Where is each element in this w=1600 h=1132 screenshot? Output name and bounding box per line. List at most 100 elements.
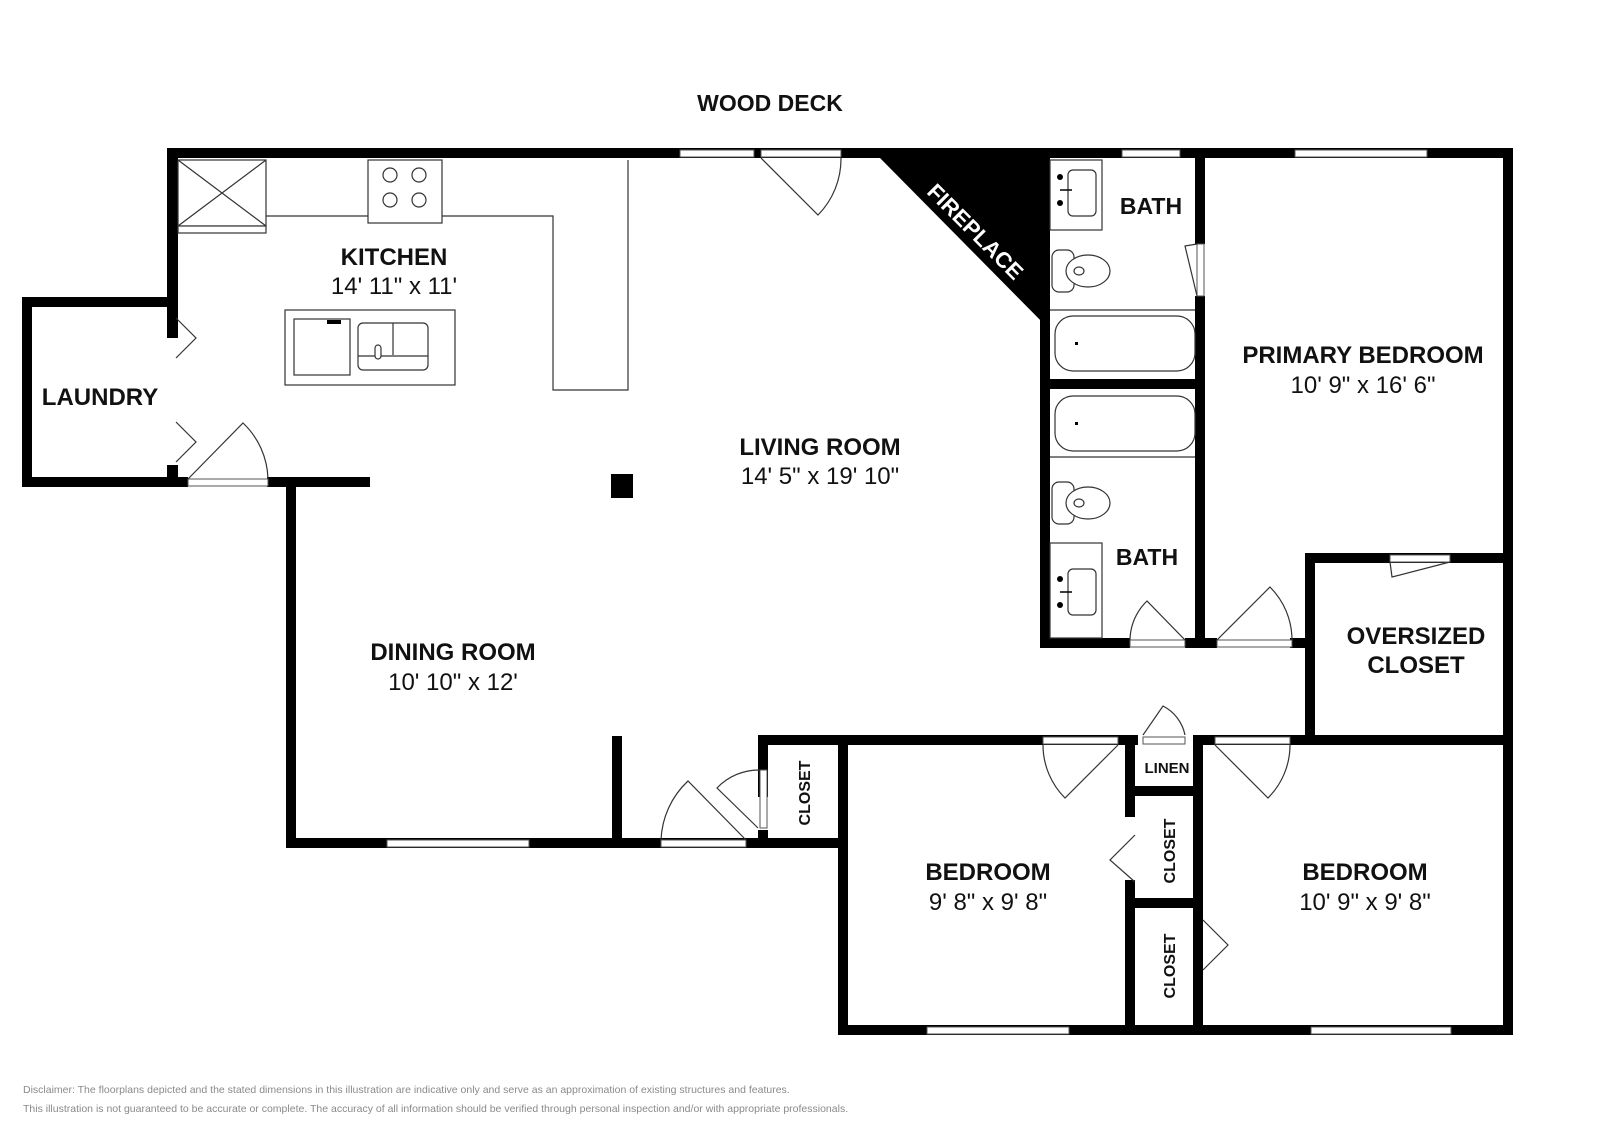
burner-icon [411,192,427,208]
bath-upper-label: BATH [1120,193,1182,219]
refrigerator-cross [177,159,267,227]
disclaimer-line-2: This illustration is not guaranteed to b… [23,1103,849,1115]
window-bath-top [1121,149,1181,158]
window-primary-top [1294,149,1428,158]
linen-door-swing[interactable] [1142,705,1186,736]
toilet-bowl-lower [1065,486,1111,520]
window-dining-bottom [386,839,530,848]
faucet-knob-icon [1057,174,1063,180]
linen-door-opening[interactable] [1142,736,1186,745]
burner-icon [382,167,398,183]
wall-closet-stack-right [1193,735,1203,1035]
bedroom2-closet-bifold[interactable] [1202,919,1229,971]
entry-door-opening[interactable] [660,839,747,848]
deck-door-opening[interactable] [760,149,842,158]
kitchen-counter [266,160,629,391]
kitchen-dimensions: 14' 11" x 11' [331,273,457,300]
wall-oversized-closet-left [1305,553,1315,745]
walls [22,148,1513,1035]
living-room-label: LIVING ROOM [739,434,900,461]
faucet-knob-icon [1057,200,1063,206]
bath-lower-door-swing[interactable] [1129,600,1186,641]
wall-closet-divider [1125,898,1203,908]
burner-icon [411,167,427,183]
bedroom1-door-swing[interactable] [1042,744,1119,799]
kitchen-door-swing[interactable] [187,422,269,480]
wall-bath-bottom-mid [1185,638,1217,648]
kitchen-door-opening[interactable] [187,478,269,487]
wall-bath-right-lower [1195,296,1205,648]
wall-bottom-exterior [838,1025,1513,1035]
toilet-seat-upper [1073,266,1085,276]
bedroom-1-dimensions: 9' 8" x 9' 8" [929,889,1047,916]
wall-dining-left [286,477,296,848]
laundry-bifold-upper[interactable] [175,317,197,359]
entry-door-swing[interactable] [660,780,747,841]
wall-dining-stub [612,736,622,848]
bedroom-1-label: BEDROOM [925,859,1050,886]
bath-upper-door-swing[interactable] [1184,243,1198,297]
deck-door-swing[interactable] [760,157,842,216]
wall-bedroom2-top [1193,735,1513,745]
wall-closet-stack-left-lower [1125,890,1135,1035]
wall-bath-divider [1040,379,1205,389]
dishwasher [293,318,351,376]
wall-hall-end [1290,638,1312,648]
wall-dining-bottom [286,838,846,848]
toilet-bowl-upper [1065,254,1111,288]
bath-upper-door-opening[interactable] [1196,243,1205,297]
bath-upper-fixtures [1049,159,1196,372]
disclaimer-line-1: Disclaimer: The floorplans depicted and … [23,1084,790,1096]
wall-bath-left [1040,158,1050,648]
bath-lower-door-opening[interactable] [1129,639,1186,648]
bathtub-upper [1054,315,1196,372]
bath-lower-fixtures [1049,395,1196,639]
hall-closet-door-swing[interactable] [716,769,761,829]
doors [175,149,1451,971]
primary-door-opening[interactable] [1216,639,1293,648]
wall-bath-right-upper [1195,158,1205,244]
oversized-closet-door-opening[interactable] [1389,554,1451,563]
deck-label: WOOD DECK [697,90,843,116]
wall-linen-bottom [1125,786,1200,796]
laundry-bifold-lower[interactable] [175,421,197,463]
bedroom1-door-opening[interactable] [1042,736,1119,745]
wall-hall-closet-left-upper [758,735,768,797]
toilet-seat-lower [1073,498,1085,508]
linen-label: LINEN [1145,760,1190,777]
bedroom-2-dimensions: 10' 9" x 9' 8" [1299,889,1431,916]
bath-lower-label: BATH [1116,544,1178,570]
sink-basin-lower [1067,568,1097,616]
wall-closet1-left-stub [1125,795,1135,817]
primary-door-swing[interactable] [1216,586,1293,641]
faucet-knob-icon [1057,576,1063,582]
oversized-closet-label-line2: CLOSET [1367,652,1465,679]
wall-lower-top-left [758,735,1138,745]
oversized-closet-door-swing[interactable] [1389,561,1451,578]
wall-laundry-bottom [22,477,188,487]
wall-bedroom1-left [838,735,848,1035]
bedroom2-door-opening[interactable] [1214,736,1291,745]
wall-right-exterior [1503,148,1513,1035]
wall-bath-bottom-left [1040,638,1130,648]
bedroom2-door-swing[interactable] [1214,744,1291,799]
wall-kitchen-left-upper [167,148,178,338]
bedroom-2-label: BEDROOM [1302,859,1427,886]
sink-basin-upper [1067,169,1097,217]
tub-drain [1075,342,1078,345]
hall-closet-door-opening[interactable] [759,769,768,829]
wall-laundry-top [22,297,178,307]
bedroom1-closet-bifold[interactable] [1109,834,1136,883]
wall-closet1-left-stub2 [1125,880,1135,900]
kitchen-fixtures [177,159,629,391]
faucet-icon [374,344,382,360]
bedroom-closet-2-label: CLOSET [1162,933,1179,998]
living-room-dimensions: 14' 5" x 19' 10" [741,463,899,490]
window-living-top [679,149,755,158]
wall-kitchen-bottom [267,477,370,487]
kitchen-label: KITCHEN [341,244,448,271]
tub-drain [1075,422,1078,425]
bedroom-closet-1-label: CLOSET [1162,818,1179,883]
dining-room-dimensions: 10' 10" x 12' [388,669,518,696]
